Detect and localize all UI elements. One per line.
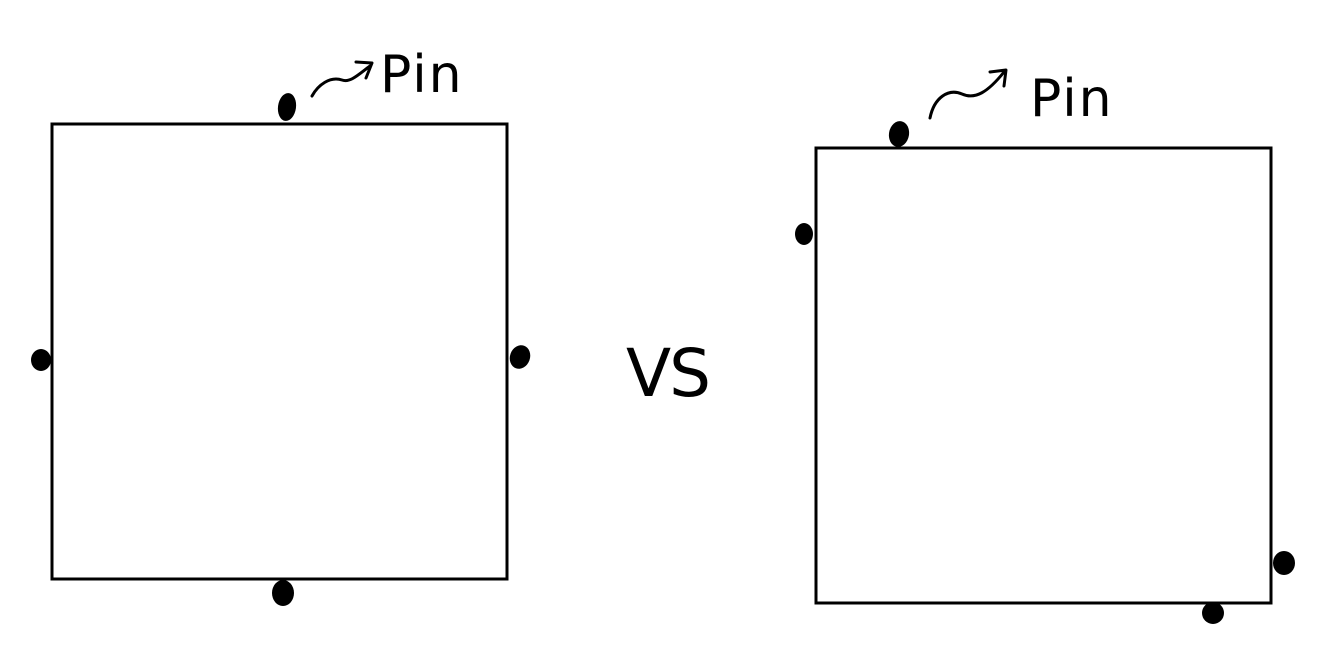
right-pin-label: Pin [1030,69,1114,129]
right-pin-pointer-arrow [928,68,1008,120]
right-block-right-pin [1273,551,1295,575]
vs-label: VS [626,335,709,412]
right-block-group: Pin [795,68,1295,624]
left-block-group: Pin [31,45,531,606]
left-block [50,122,509,581]
left-block-right-pin [509,345,531,369]
right-block [814,146,1273,605]
left-block-top-pin [277,93,297,121]
right-block-top-pin [888,121,910,147]
left-pin-pointer-arrow [310,60,374,98]
left-pin-label: Pin [380,45,464,105]
left-block-left-pin [31,349,51,371]
right-block-bottom-pin [1202,602,1224,624]
right-block-left-pin [795,223,813,245]
left-block-bottom-pin [272,580,294,606]
